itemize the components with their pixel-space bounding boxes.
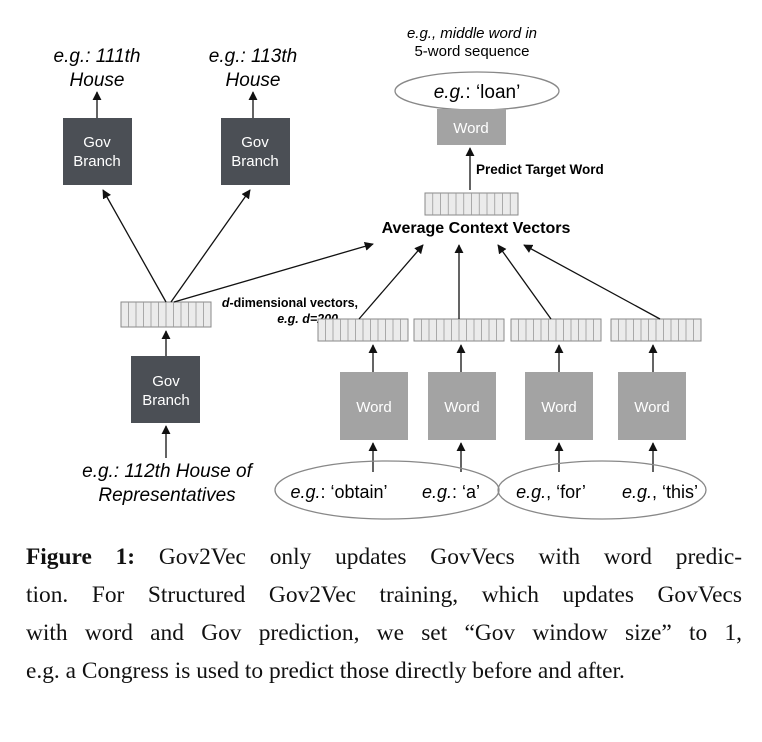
svg-text:e.g.: ‘a’: e.g.: ‘a’ [422, 482, 480, 502]
svg-text:Word: Word [444, 399, 480, 416]
context-ellipse-left [274, 460, 500, 520]
gov2vec-diagram: e.g.: 111th House e.g.: 113th House Gov … [54, 25, 707, 520]
predict-label: Predict Target Word [476, 162, 604, 177]
svg-text:Gov: Gov [83, 134, 111, 151]
context-vector-4 [610, 318, 702, 342]
gov-vector [120, 301, 212, 328]
context-word-label-2: e.g.: ‘a’ [422, 482, 480, 502]
context-vectors: Word Word Word Word [317, 318, 702, 472]
top-left-label-line1: e.g.: 111th [54, 46, 141, 67]
arrow-ctx3-to-average [497, 244, 552, 320]
context-column-3: Word [510, 318, 602, 472]
arrow-govvec-to-gov2 [170, 189, 251, 303]
bottom-left-label-line1: e.g.: 112th House of [82, 461, 253, 482]
arrow-ctx4-to-average [523, 244, 661, 320]
svg-text:Word: Word [356, 399, 392, 416]
context-word-label-3: e.g., ‘for’ [516, 482, 586, 502]
average-context-vector [424, 192, 519, 216]
target-note-line1: e.g., middle word in [407, 25, 537, 42]
svg-text:Gov: Gov [241, 134, 269, 151]
svg-text:Branch: Branch [142, 392, 190, 409]
context-ellipse-right [497, 460, 707, 520]
svg-text:Word: Word [453, 120, 489, 137]
caption-label: Figure 1: [26, 544, 136, 570]
svg-text:e.g., ‘this’: e.g., ‘this’ [622, 482, 698, 502]
svg-text:e.g.: ‘obtain’: e.g.: ‘obtain’ [290, 482, 387, 502]
svg-text:e.g., ‘for’: e.g., ‘for’ [516, 482, 586, 502]
svg-text:Word: Word [634, 399, 670, 416]
context-vector-2 [413, 318, 505, 342]
bottom-left-label-line2: Representatives [98, 485, 236, 506]
svg-text:Branch: Branch [231, 153, 279, 170]
top-left-label-line2: House [70, 70, 125, 91]
gov-branch-box-top-mid: Gov Branch [221, 118, 290, 185]
average-label: Average Context Vectors [382, 220, 571, 237]
caption-line2: tion. For Structured Gov2Vec training, w… [26, 582, 742, 608]
context-word-box-4: Word [618, 372, 686, 440]
gov-branch-box-bottom: Gov Branch [131, 356, 200, 423]
context-word-box-2: Word [428, 372, 496, 440]
context-vector-1 [317, 318, 409, 342]
svg-text:Word: Word [541, 399, 577, 416]
target-word-box: Word [437, 109, 506, 145]
arrow-ctx1-to-average [358, 244, 424, 320]
context-word-box-3: Word [525, 372, 593, 440]
context-column-1: Word [317, 318, 409, 472]
caption-line3: with word and Gov prediction, we set “Go… [26, 620, 742, 646]
arrow-govvec-to-gov1 [102, 189, 167, 303]
svg-text:Branch: Branch [73, 153, 121, 170]
top-mid-label-line2: House [226, 70, 281, 91]
dims-label-line1: d-dimensional vectors, [222, 296, 358, 310]
caption-line4: e.g. a Congress is used to predict those… [26, 658, 625, 684]
top-mid-label-line1: e.g.: 113th [209, 46, 297, 67]
context-word-label-1: e.g.: ‘obtain’ [290, 482, 387, 502]
target-word-text: e.g.: ‘loan’ [434, 82, 521, 103]
figure-caption: Figure 1: Gov2Vec only updates GovVecs w… [26, 538, 742, 690]
caption-line1: Gov2Vec only updates GovVecs with word p… [158, 544, 742, 570]
context-word-box-1: Word [340, 372, 408, 440]
context-vector-3 [510, 318, 602, 342]
context-column-4: Word [610, 318, 702, 472]
arrow-govvec-to-average [173, 241, 374, 303]
gov-branch-box-top-left: Gov Branch [63, 118, 132, 185]
context-word-label-4: e.g., ‘this’ [622, 482, 698, 502]
svg-text:Gov: Gov [152, 373, 180, 390]
context-column-2: Word [413, 318, 505, 472]
target-note-line2: 5-word sequence [414, 43, 529, 60]
